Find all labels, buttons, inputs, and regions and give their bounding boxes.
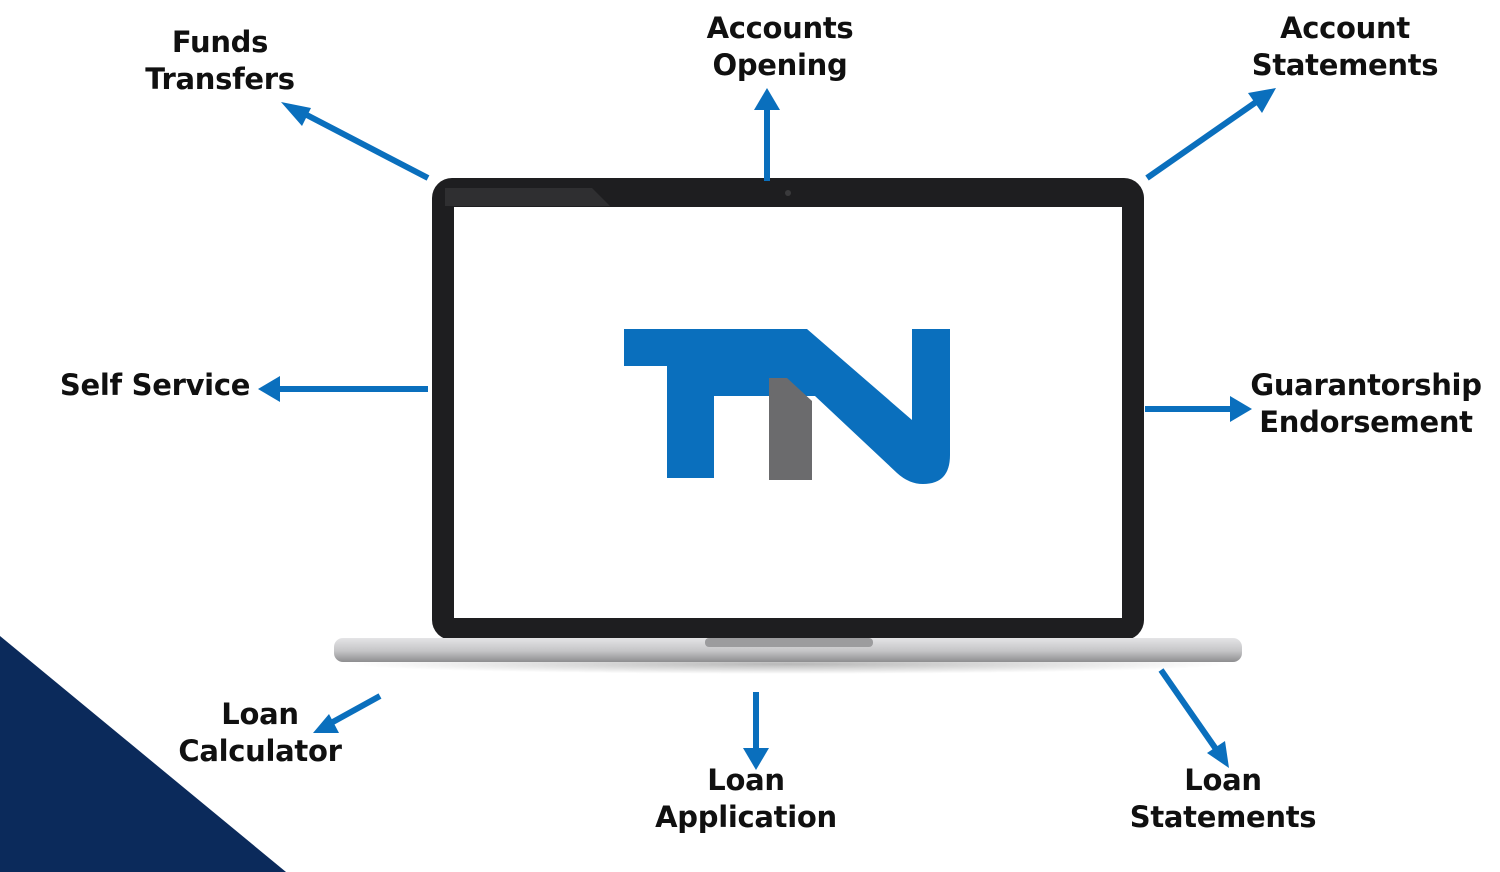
label-accounts-opening: Accounts Opening: [680, 10, 880, 84]
label-guarantorship-endorsement-line2: Endorsement: [1259, 405, 1473, 439]
tn-logo-gray-shape: [769, 378, 812, 480]
label-loan-application: Loan Application: [636, 762, 856, 836]
label-account-statements: Account Statements: [1220, 10, 1470, 84]
label-guarantorship-endorsement-line1: Guarantorship: [1250, 368, 1482, 402]
label-funds-transfers-line1: Funds: [171, 25, 269, 59]
label-loan-statements: Loan Statements: [1110, 762, 1336, 836]
label-account-statements-line1: Account: [1280, 11, 1410, 45]
label-guarantorship-endorsement: Guarantorship Endorsement: [1238, 367, 1494, 441]
laptop-base: [334, 638, 1242, 662]
laptop-camera: [785, 190, 791, 196]
label-accounts-opening-line1: Accounts: [706, 11, 854, 45]
arrow-self-service: [258, 376, 428, 402]
arrow-account-statements: [1145, 88, 1276, 181]
label-account-statements-line2: Statements: [1251, 48, 1439, 82]
arrow-loan-statements: [1158, 668, 1229, 768]
arrow-funds-transfers: [281, 102, 430, 181]
label-loan-statements-line1: Loan: [1184, 763, 1262, 797]
label-self-service: Self Service: [40, 367, 270, 404]
label-funds-transfers: Funds Transfers: [120, 24, 320, 98]
arrow-accounts-opening: [754, 88, 780, 181]
label-loan-statements-line2: Statements: [1129, 800, 1317, 834]
arrow-loan-calculator: [313, 693, 382, 733]
feature-arrows: [258, 88, 1276, 770]
label-loan-calculator-line1: Loan: [221, 697, 299, 731]
tn-logo-blue-shape: [624, 329, 950, 484]
label-loan-application-line2: Application: [655, 800, 837, 834]
corner-navy-triangle: [0, 636, 286, 872]
tn-logo: [624, 329, 950, 484]
label-accounts-opening-line2: Opening: [712, 48, 848, 82]
label-loan-application-line1: Loan: [707, 763, 785, 797]
label-self-service-line1: Self Service: [59, 368, 251, 402]
laptop-lid-glare: [445, 188, 610, 206]
laptop-base-notch: [705, 638, 873, 647]
arrow-loan-application: [743, 692, 769, 770]
label-loan-calculator: Loan Calculator: [160, 696, 360, 770]
label-funds-transfers-line2: Transfers: [145, 62, 295, 96]
label-loan-calculator-line2: Calculator: [178, 734, 342, 768]
arrow-guarantorship-endorsement: [1145, 396, 1252, 422]
